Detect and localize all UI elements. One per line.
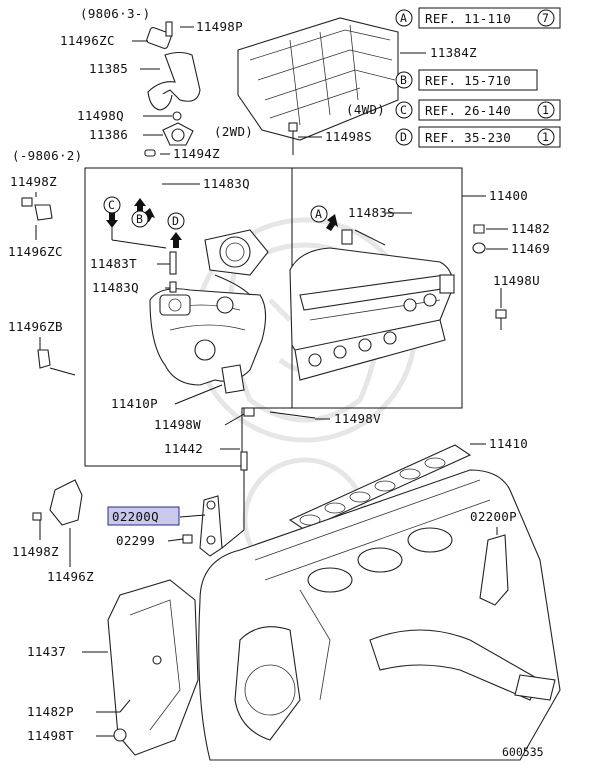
- bracket-02200P: [479, 534, 509, 606]
- gasket-11410: [288, 444, 472, 531]
- label-11498Z-bottom: 11498Z: [12, 544, 59, 559]
- engine-block: [198, 469, 561, 761]
- leader-lines: [35, 26, 508, 737]
- callout-d-left: D: [172, 214, 179, 228]
- label-11483Q-top: 11483Q: [203, 176, 250, 191]
- label-11482P: 11482P: [27, 704, 74, 719]
- label-11442: 11442: [164, 441, 203, 456]
- reference-c-page: 1: [542, 103, 549, 117]
- inline-callouts: C B D A: [103, 196, 328, 230]
- label-11498Q: 11498Q: [77, 108, 124, 123]
- reference-d[interactable]: D REF. 35-230 1: [395, 126, 561, 148]
- label-11437: 11437: [27, 644, 66, 659]
- reference-c-text: REF. 26-140: [425, 103, 511, 118]
- label-11469: 11469: [511, 241, 550, 256]
- reference-b-letter: B: [400, 73, 407, 87]
- reference-c[interactable]: C REF. 26-140 1: [395, 99, 561, 121]
- reference-list: A REF. 11-110 7 B REF. 15-710 C REF. 26-…: [395, 7, 561, 148]
- heat-shield-11437: [107, 579, 199, 756]
- label-02200Q[interactable]: 02200Q: [112, 509, 159, 524]
- bracket-11496Z: [49, 479, 83, 526]
- label-11384Z: 11384Z: [430, 45, 477, 60]
- label-11498U: 11498U: [493, 273, 540, 288]
- intake-manifold-left: [149, 229, 269, 386]
- label-02200P: 02200P: [470, 509, 517, 524]
- label-11494Z: 11494Z: [173, 146, 220, 161]
- stud-11442: [240, 451, 248, 471]
- right-small-parts: [472, 224, 507, 330]
- reference-c-letter: C: [400, 103, 407, 117]
- bolt-11498Z-bottom: [32, 512, 42, 521]
- reference-b-text: REF. 15-710: [425, 73, 511, 88]
- label-11496ZB: 11496ZB: [8, 319, 63, 334]
- label-11496ZC-top: 11496ZC: [60, 33, 115, 48]
- water-outlet-group: [144, 21, 201, 157]
- label-02299: 02299: [116, 533, 155, 548]
- part-labels: (9806·3-) 11498P 11496ZC 11385 11498Q 11…: [8, 6, 550, 759]
- label-11498S: 11498S: [325, 129, 372, 144]
- reference-a[interactable]: A REF. 11-110 7: [395, 7, 561, 29]
- label-11496Z: 11496Z: [47, 569, 94, 584]
- callout-b-left: B: [136, 212, 143, 226]
- label-11483S: 11483S: [348, 205, 395, 220]
- assembly-frame: [84, 167, 463, 467]
- label-11386: 11386: [89, 127, 128, 142]
- highlight-02200Q: [107, 506, 180, 526]
- reference-d-page: 1: [542, 130, 549, 144]
- label-4wd: (4WD): [346, 102, 385, 117]
- label-11498W: 11498W: [154, 417, 201, 432]
- label-11498Z-left: 11498Z: [10, 174, 57, 189]
- callout-a-mid: A: [315, 207, 322, 221]
- reference-d-letter: D: [400, 130, 407, 144]
- engine-cover: [237, 17, 399, 141]
- label-11410: 11410: [489, 436, 528, 451]
- reference-a-page: 7: [542, 11, 549, 25]
- label-11482: 11482: [511, 221, 550, 236]
- label-11385: 11385: [89, 61, 128, 76]
- bracket-02200Q: [182, 495, 223, 557]
- diagram-id: 600535: [502, 745, 544, 759]
- label-11400: 11400: [489, 188, 528, 203]
- callout-c-left: C: [108, 198, 115, 212]
- label-11498T: 11498T: [27, 728, 74, 743]
- label-range-1: (9806·3-): [80, 6, 150, 21]
- reference-a-text: REF. 11-110: [425, 11, 511, 26]
- reference-d-text: REF. 35-230: [425, 130, 511, 145]
- reference-b[interactable]: B REF. 15-710: [395, 69, 538, 91]
- label-11410P: 11410P: [111, 396, 158, 411]
- label-11496ZC-left: 11496ZC: [8, 244, 63, 259]
- label-2wd: (2WD): [214, 124, 253, 139]
- label-range-2: (-9806·2): [12, 148, 82, 163]
- reference-a-letter: A: [400, 11, 407, 25]
- left-brackets: [21, 197, 53, 369]
- label-11483T: 11483T: [90, 256, 137, 271]
- label-11498P: 11498P: [196, 19, 243, 34]
- label-11498V: 11498V: [334, 411, 381, 426]
- intake-plenum-right: [221, 229, 455, 419]
- bolt-11498S: [288, 122, 298, 155]
- label-11483Q-mid: 11483Q: [92, 280, 139, 295]
